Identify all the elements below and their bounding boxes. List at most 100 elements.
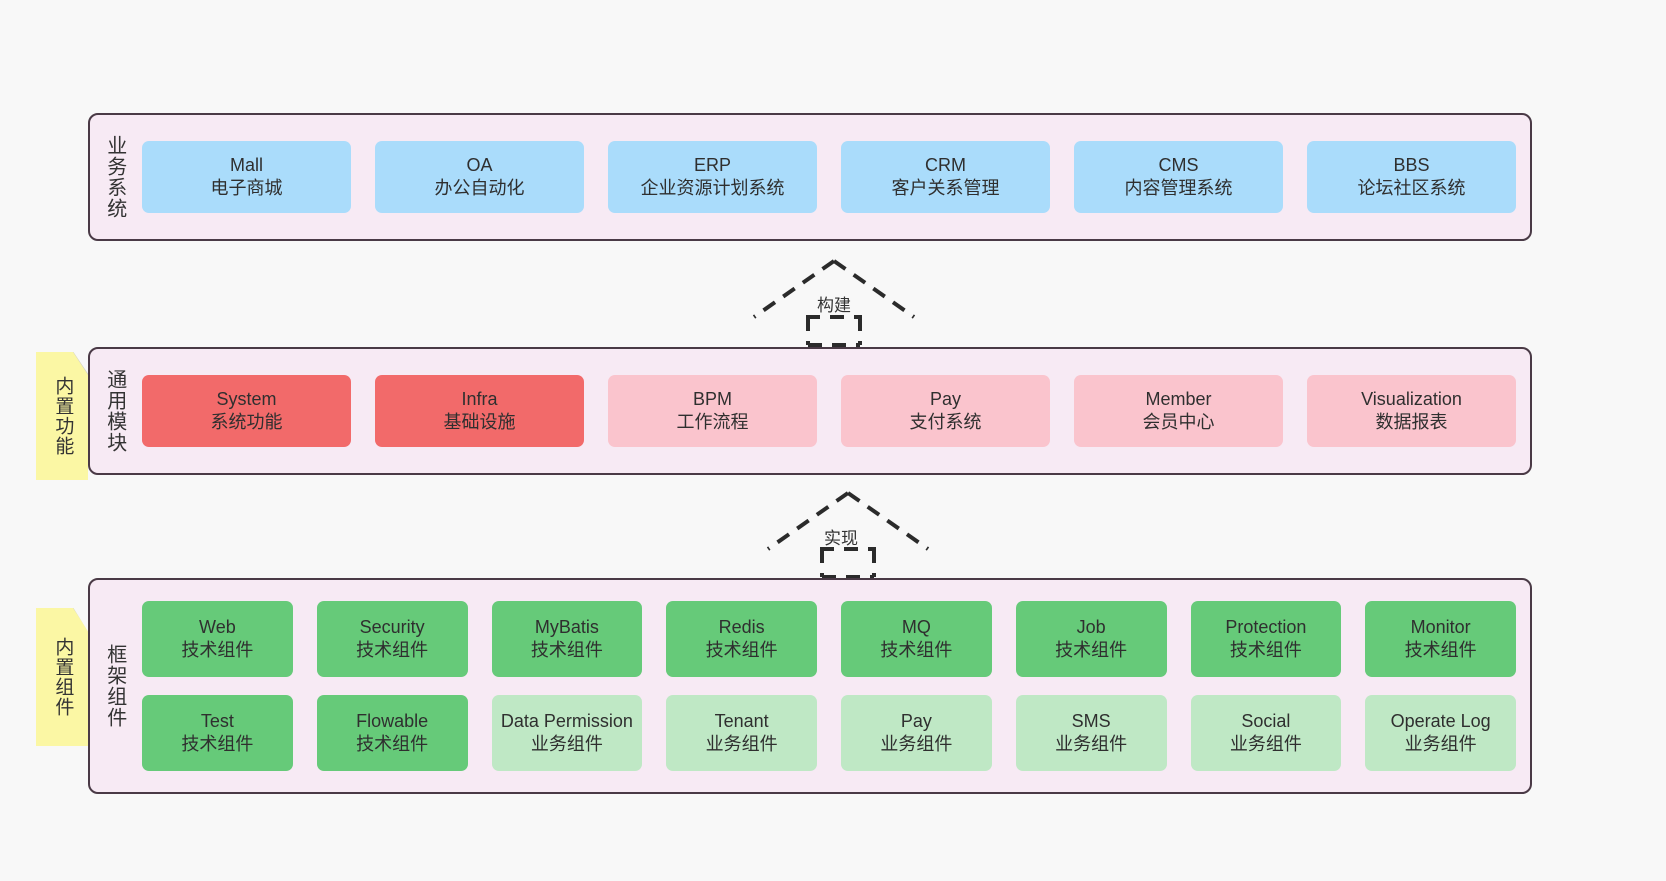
node-member[interactable]: Member 会员中心 bbox=[1074, 375, 1283, 447]
layer-business-systems: 业务系统 Mall 电子商城 OA 办公自动化 ERP 企业资源计划系统 CRM… bbox=[88, 113, 1532, 241]
node-social[interactable]: Social 业务组件 bbox=[1190, 695, 1342, 771]
node-cms[interactable]: CMS 内容管理系统 bbox=[1074, 141, 1283, 213]
node-row: System 系统功能 Infra 基础设施 BPM 工作流程 Pay 支付系统… bbox=[142, 375, 1516, 447]
node-pay-component[interactable]: Pay 业务组件 bbox=[841, 695, 992, 771]
node-title: Pay bbox=[900, 710, 932, 731]
node-title: ERP bbox=[693, 154, 731, 175]
arrow-build bbox=[752, 259, 916, 347]
node-title: System bbox=[216, 388, 277, 409]
node-subtitle: 技术组件 bbox=[181, 640, 254, 660]
note-fold-icon bbox=[73, 608, 88, 631]
layer-common-modules: 通用模块 System 系统功能 Infra 基础设施 BPM 工作流程 Pay… bbox=[88, 347, 1532, 475]
node-title: Web bbox=[199, 616, 236, 637]
node-subtitle: 业务组件 bbox=[1055, 734, 1128, 754]
node-subtitle: 办公自动化 bbox=[434, 178, 525, 198]
node-subtitle: 业务组件 bbox=[1404, 734, 1477, 754]
node-subtitle: 技术组件 bbox=[705, 640, 778, 660]
node-title: Mall bbox=[229, 154, 263, 175]
node-title: CMS bbox=[1158, 154, 1199, 175]
node-subtitle: 技术组件 bbox=[356, 734, 429, 754]
node-subtitle: 内容管理系统 bbox=[1124, 178, 1233, 198]
node-subtitle: 电子商城 bbox=[210, 178, 283, 198]
node-row: Mall 电子商城 OA 办公自动化 ERP 企业资源计划系统 CRM 客户关系… bbox=[142, 141, 1516, 213]
node-title: MQ bbox=[901, 616, 931, 637]
node-subtitle: 技术组件 bbox=[1404, 640, 1477, 660]
node-subtitle: 数据报表 bbox=[1375, 412, 1448, 432]
node-subtitle: 基础设施 bbox=[443, 412, 516, 432]
node-title: OA bbox=[466, 154, 493, 175]
node-title: Social bbox=[1241, 710, 1291, 731]
node-web[interactable]: Web 技术组件 bbox=[142, 601, 293, 677]
node-subtitle: 会员中心 bbox=[1142, 412, 1215, 432]
layer-framework-components: 框架组件 Web 技术组件 Security 技术组件 MyBatis 技术组件… bbox=[88, 578, 1532, 794]
node-subtitle: 支付系统 bbox=[909, 412, 982, 432]
node-data-permission[interactable]: Data Permission 业务组件 bbox=[491, 695, 643, 771]
node-oa[interactable]: OA 办公自动化 bbox=[375, 141, 584, 213]
node-title: Flowable bbox=[356, 710, 429, 731]
node-mybatis[interactable]: MyBatis 技术组件 bbox=[491, 601, 643, 677]
node-flowable[interactable]: Flowable 技术组件 bbox=[316, 695, 468, 771]
node-crm[interactable]: CRM 客户关系管理 bbox=[841, 141, 1050, 213]
node-test[interactable]: Test 技术组件 bbox=[142, 695, 293, 771]
node-mq[interactable]: MQ 技术组件 bbox=[841, 601, 992, 677]
node-bpm[interactable]: BPM 工作流程 bbox=[608, 375, 817, 447]
arrow-implement bbox=[766, 491, 930, 579]
node-title: Pay bbox=[929, 388, 962, 409]
node-title: SMS bbox=[1071, 710, 1111, 731]
node-title: Monitor bbox=[1410, 616, 1471, 637]
node-title: Security bbox=[359, 616, 425, 637]
node-row: Test 技术组件 Flowable 技术组件 Data Permission … bbox=[142, 695, 1516, 771]
node-subtitle: 技术组件 bbox=[356, 640, 429, 660]
node-title: Operate Log bbox=[1390, 710, 1491, 731]
node-title: Protection bbox=[1225, 616, 1307, 637]
node-pay-module[interactable]: Pay 支付系统 bbox=[841, 375, 1050, 447]
layer-label-business-systems: 业务系统 bbox=[103, 135, 126, 219]
node-protection[interactable]: Protection 技术组件 bbox=[1190, 601, 1342, 677]
node-subtitle: 技术组件 bbox=[530, 640, 603, 660]
node-subtitle: 技术组件 bbox=[181, 734, 254, 754]
note-builtin-function: 内置功能 bbox=[36, 352, 88, 480]
layer-body-business-systems: Mall 电子商城 OA 办公自动化 ERP 企业资源计划系统 CRM 客户关系… bbox=[138, 115, 1530, 239]
node-monitor[interactable]: Monitor 技术组件 bbox=[1365, 601, 1516, 677]
node-job[interactable]: Job 技术组件 bbox=[1015, 601, 1167, 677]
node-title: BBS bbox=[1393, 154, 1430, 175]
node-title: Job bbox=[1076, 616, 1106, 637]
node-subtitle: 工作流程 bbox=[676, 412, 749, 432]
node-tenant[interactable]: Tenant 业务组件 bbox=[666, 695, 817, 771]
node-title: Tenant bbox=[714, 710, 769, 731]
node-row: Web 技术组件 Security 技术组件 MyBatis 技术组件 Redi… bbox=[142, 601, 1516, 677]
layer-label-common-modules: 通用模块 bbox=[103, 369, 126, 453]
node-subtitle: 客户关系管理 bbox=[891, 178, 1000, 198]
node-title: Redis bbox=[718, 616, 765, 637]
node-subtitle: 业务组件 bbox=[705, 734, 778, 754]
node-title: BPM bbox=[692, 388, 732, 409]
node-subtitle: 系统功能 bbox=[210, 412, 283, 432]
node-title: MyBatis bbox=[534, 616, 599, 637]
node-operate-log[interactable]: Operate Log 业务组件 bbox=[1365, 695, 1516, 771]
node-title: Member bbox=[1145, 388, 1212, 409]
layer-body-framework-components: Web 技术组件 Security 技术组件 MyBatis 技术组件 Redi… bbox=[138, 580, 1530, 792]
node-system[interactable]: System 系统功能 bbox=[142, 375, 351, 447]
node-visualization[interactable]: Visualization 数据报表 bbox=[1307, 375, 1516, 447]
node-subtitle: 业务组件 bbox=[1229, 734, 1302, 754]
node-sms[interactable]: SMS 业务组件 bbox=[1015, 695, 1167, 771]
arrow-implement-label: 实现 bbox=[824, 529, 858, 548]
node-redis[interactable]: Redis 技术组件 bbox=[666, 601, 817, 677]
node-infra[interactable]: Infra 基础设施 bbox=[375, 375, 584, 447]
node-subtitle: 企业资源计划系统 bbox=[640, 178, 785, 198]
node-title: Visualization bbox=[1361, 388, 1462, 409]
node-bbs[interactable]: BBS 论坛社区系统 bbox=[1307, 141, 1516, 213]
node-subtitle: 技术组件 bbox=[1229, 640, 1302, 660]
node-subtitle: 技术组件 bbox=[1055, 640, 1128, 660]
note-label: 内置功能 bbox=[52, 376, 74, 456]
node-title: Test bbox=[200, 710, 234, 731]
layer-body-common-modules: System 系统功能 Infra 基础设施 BPM 工作流程 Pay 支付系统… bbox=[138, 349, 1530, 473]
arrow-build-label: 构建 bbox=[817, 296, 851, 315]
node-erp[interactable]: ERP 企业资源计划系统 bbox=[608, 141, 817, 213]
note-fold-icon bbox=[73, 352, 88, 375]
node-security[interactable]: Security 技术组件 bbox=[316, 601, 468, 677]
node-subtitle: 业务组件 bbox=[530, 734, 603, 754]
layer-label-framework-components: 框架组件 bbox=[103, 644, 126, 728]
node-mall[interactable]: Mall 电子商城 bbox=[142, 141, 351, 213]
